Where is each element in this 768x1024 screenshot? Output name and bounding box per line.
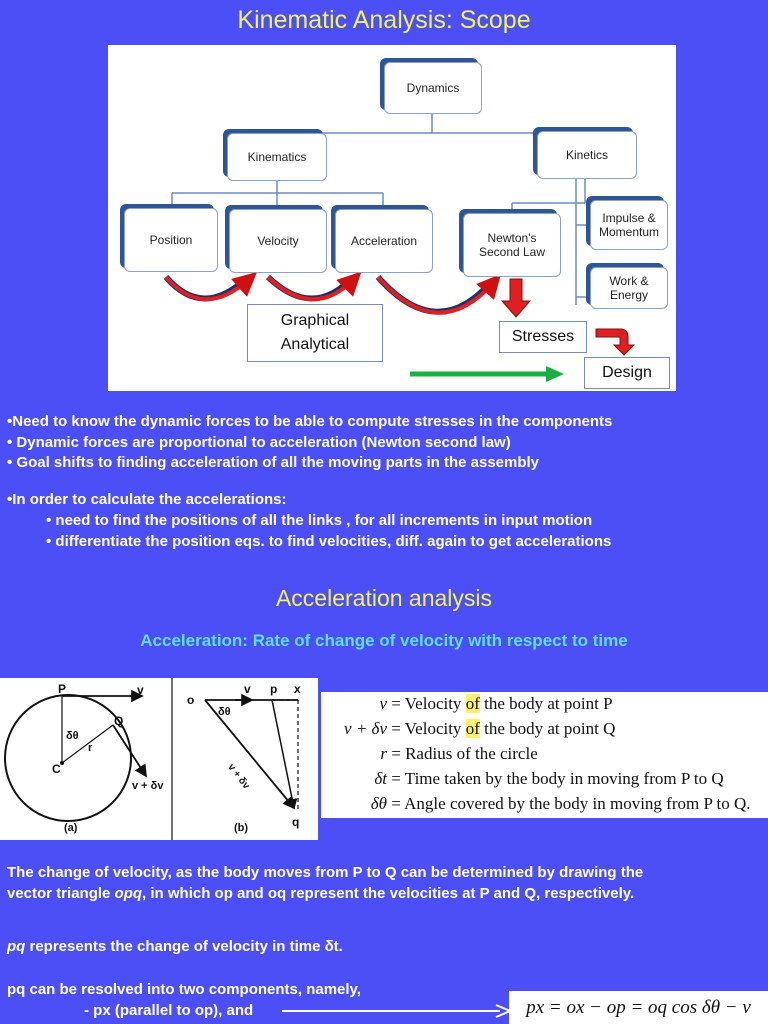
fig-b-label-q: q (292, 815, 300, 829)
bullet-item: • differentiate the position eqs. to fin… (46, 532, 612, 550)
bullet-item: •Need to know the dynamic forces to be a… (7, 413, 613, 430)
impulse-line-1: Impulse & (602, 211, 656, 225)
formula-box: px = ox − op = oq cos δθ − v (509, 991, 768, 1024)
paragraph-pq: pq represents the change of velocity in … (7, 937, 343, 958)
section-title: Acceleration analysis (275, 585, 493, 611)
eq-rhs: Radius of the circle (405, 744, 538, 763)
page-title: Kinematic Analysis: Scope (237, 6, 531, 34)
work-line-2: Energy (609, 288, 649, 302)
bullets-calc-head: •In order to calculate the accelerations… (7, 491, 287, 508)
box-dynamics: Dynamics (384, 62, 482, 114)
eq-lhs: δt (374, 769, 387, 788)
fig-b-caption: (b) (234, 822, 249, 834)
eq-lhs: v + δv (344, 719, 387, 738)
bullets-dynamic-forces: •Need to know the dynamic forces to be a… (7, 412, 612, 474)
box-newtons-second-law: Newton's Second Law (463, 213, 561, 277)
fig-a-label-v: v (137, 683, 144, 697)
eq-lhs: r (380, 744, 387, 763)
eq-rhs: Velocity (404, 694, 466, 713)
fig-b-label-x: x (294, 682, 301, 696)
bullet-item: • need to find the positions of all the … (46, 512, 593, 529)
paragraph-line: vector triangle opq, in which op and oq … (7, 884, 643, 905)
box-position: Position (124, 208, 218, 272)
eq-rhs: Angle covered by the body in moving from… (404, 794, 751, 813)
box-impulse-momentum: Impulse & Momentum (590, 200, 668, 250)
eq-rhs: Time taken by the body in moving from P … (404, 769, 724, 788)
newton-line-2: Second Law (478, 245, 546, 259)
box-graphical-analytical: Graphical Analytical (247, 304, 383, 362)
definition-row: v + δv = Velocity of the body at point Q (321, 719, 615, 739)
px-formula: px = ox − op = oq cos δθ − v (526, 996, 751, 1018)
paragraph-px: - px (parallel to op), and (84, 1002, 254, 1019)
paragraph-text: , in which op and oq represent the veloc… (142, 884, 635, 902)
paragraph-emphasis: pq (7, 938, 26, 955)
paragraph-text: represents the change of velocity in tim… (25, 938, 343, 955)
definition-row: r = Radius of the circle (321, 744, 538, 764)
diagram-connectors (163, 113, 636, 382)
fig-a-label-p: P (58, 682, 67, 696)
fig-a-label-dtheta: δθ (66, 730, 79, 742)
fig-a-label-vdv: v + δv (132, 780, 164, 792)
graphical-label: Graphical (280, 312, 350, 329)
bullets-calc-steps: • need to find the positions of all the … (46, 511, 611, 552)
impulse-line-2: Momentum (598, 225, 660, 239)
eq-lhs: δθ (370, 794, 387, 813)
paragraph-vector-triangle: The change of velocity, as the body move… (7, 863, 643, 904)
definitions-panel: v = Velocity of the body at point P v + … (321, 692, 768, 818)
paragraph-emphasis: opq (114, 884, 143, 902)
arrow-to-formula (282, 1004, 512, 1018)
paragraph-components: pq can be resolved into two components, … (7, 981, 361, 998)
box-acceleration: Acceleration (335, 209, 433, 273)
fig-b-label-dtheta: δθ (218, 706, 231, 718)
circle-figures: P v Q δθ r C v + δv (a) o v p x δθ v + δ… (0, 678, 318, 840)
definition-row: δt = Time taken by the body in moving fr… (321, 769, 724, 789)
box-work-energy: Work & Energy (590, 267, 668, 309)
bullet-item: • Dynamic forces are proportional to acc… (7, 433, 511, 451)
box-velocity: Velocity (229, 209, 327, 273)
eq-rhs-highlight: of (465, 694, 480, 713)
definition-row: v = Velocity of the body at point P (321, 694, 613, 714)
acceleration-definition: Acceleration: Rate of change of velocity… (140, 631, 628, 650)
eq-rhs: the body at point P (479, 694, 613, 713)
box-kinematics: Kinematics (227, 133, 327, 181)
fig-b-label-o: o (187, 693, 195, 707)
fig-b-label-p: p (270, 682, 278, 696)
paragraph-text: vector triangle (7, 884, 115, 902)
newton-line-1: Newton's (487, 231, 537, 245)
figure-drawing (4, 678, 299, 840)
box-kinetics: Kinetics (537, 131, 637, 179)
eq-lhs: v (379, 694, 387, 713)
definition-row: δθ = Angle covered by the body in moving… (321, 794, 751, 814)
analytical-label: Analytical (280, 336, 350, 353)
bullet-item: • Goal shifts to finding acceleration of… (7, 454, 540, 471)
fig-a-caption: (a) (64, 822, 78, 834)
eq-rhs-highlight: of (465, 719, 480, 738)
paragraph-line: The change of velocity, as the body move… (7, 864, 644, 881)
scope-diagram: Dynamics Kinematics Kinetics Position Ve… (108, 45, 676, 391)
eq-rhs: the body at point Q (479, 719, 616, 738)
fig-a-label-q: Q (114, 714, 124, 728)
box-design: Design (584, 357, 670, 389)
work-line-1: Work & (609, 274, 649, 288)
eq-rhs: Velocity (404, 719, 466, 738)
fig-b-label-v: v (244, 682, 251, 696)
box-stresses: Stresses (499, 321, 587, 353)
fig-a-label-c: C (52, 762, 61, 776)
fig-a-label-r: r (88, 742, 93, 754)
